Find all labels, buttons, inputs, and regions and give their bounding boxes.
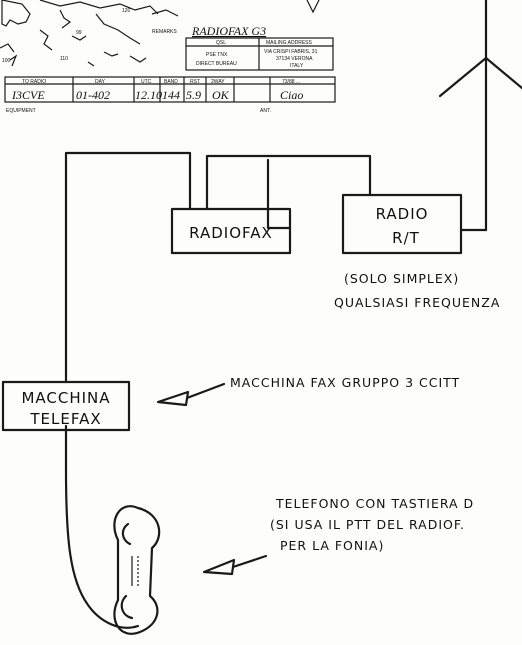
qso-table: TO RADIO DAY UTC BAND RST 2WAY 73/88 ...… <box>4 76 336 103</box>
fax-group-arrow <box>156 382 226 407</box>
table-header: RST <box>190 79 200 85</box>
table-header: TO RADIO <box>22 79 46 85</box>
map-region-label: 110 <box>60 56 68 62</box>
radiofax-box: RADIOFAX <box>170 207 292 255</box>
mailing-header: MAILING ADDRESS <box>266 40 313 46</box>
table-cell: 144 <box>162 88 180 102</box>
remarks-value: RADIOFAX G3 <box>191 24 266 38</box>
table-cell: I3CVE <box>11 88 45 102</box>
telefax-label-line-2: TELEFAX <box>29 410 101 428</box>
phone-note-line-1: TELEFONO CON TASTIERA D <box>275 496 474 511</box>
radio-label-line-2: R/T <box>392 229 420 247</box>
footer-left-label: EQUIPMENT <box>6 108 36 114</box>
table-cell: OK <box>212 88 230 102</box>
italy-map-image: 120 110 100 99 <box>0 0 179 67</box>
table-cell: 01-402 <box>76 88 110 102</box>
pse-line-2: DIRECT BUREAU <box>196 61 237 67</box>
pse-line-1: PSE TNX <box>206 52 228 58</box>
map-region-label: 99 <box>76 30 82 36</box>
table-cell: 5.9 <box>186 88 201 102</box>
table-header: DAY <box>95 79 106 85</box>
qsl-card: 120 110 100 99 REMARKS RADIOFAX G3 QSL M… <box>0 0 336 114</box>
radiofax-label: RADIOFAX <box>189 224 273 242</box>
address-line-2: 37134 VERONA <box>276 56 313 62</box>
table-header: UTC <box>141 79 152 85</box>
simplex-note: (SOLO SIMPLEX) <box>344 271 459 286</box>
table-header: 2WAY <box>211 79 225 85</box>
qsl-header: QSL <box>216 40 226 46</box>
remarks-label: REMARKS <box>152 29 177 35</box>
map-region-label: 120 <box>122 8 131 14</box>
table-cell: 12.10 <box>135 88 162 102</box>
fax-group-note: MACCHINA FAX GRUPPO 3 CCITT <box>230 375 460 390</box>
connection-wires <box>64 151 372 629</box>
phone-note-line-3: PER LA FONIA) <box>280 538 384 553</box>
map-region-label: 100 <box>2 58 11 64</box>
footer-right-label: ANT. <box>260 108 271 114</box>
card-arrow-mark <box>306 0 320 14</box>
radio-label-line-1: RADIO <box>376 205 429 223</box>
table-header: BAND <box>164 79 178 85</box>
address-line-1: VIA CRISPI FABRIS, 31 <box>264 49 318 55</box>
handset-arrow <box>202 554 268 576</box>
telefax-label-line-1: MACCHINA <box>21 389 110 407</box>
telephone-handset-icon <box>113 505 161 635</box>
phone-note-line-2: (SI USA IL PTT DEL RADIOF. <box>270 517 465 532</box>
radio-rt-box: RADIO R/T <box>341 193 463 255</box>
antenna-icon <box>438 0 522 232</box>
address-line-3: ITALY <box>290 63 304 69</box>
frequency-note: QUALSIASI FREQUENZA <box>334 295 500 310</box>
table-cell: Ciao <box>280 88 303 102</box>
telefax-box: MACCHINA TELEFAX <box>1 380 131 432</box>
table-header: 73/88 ... <box>282 79 300 85</box>
